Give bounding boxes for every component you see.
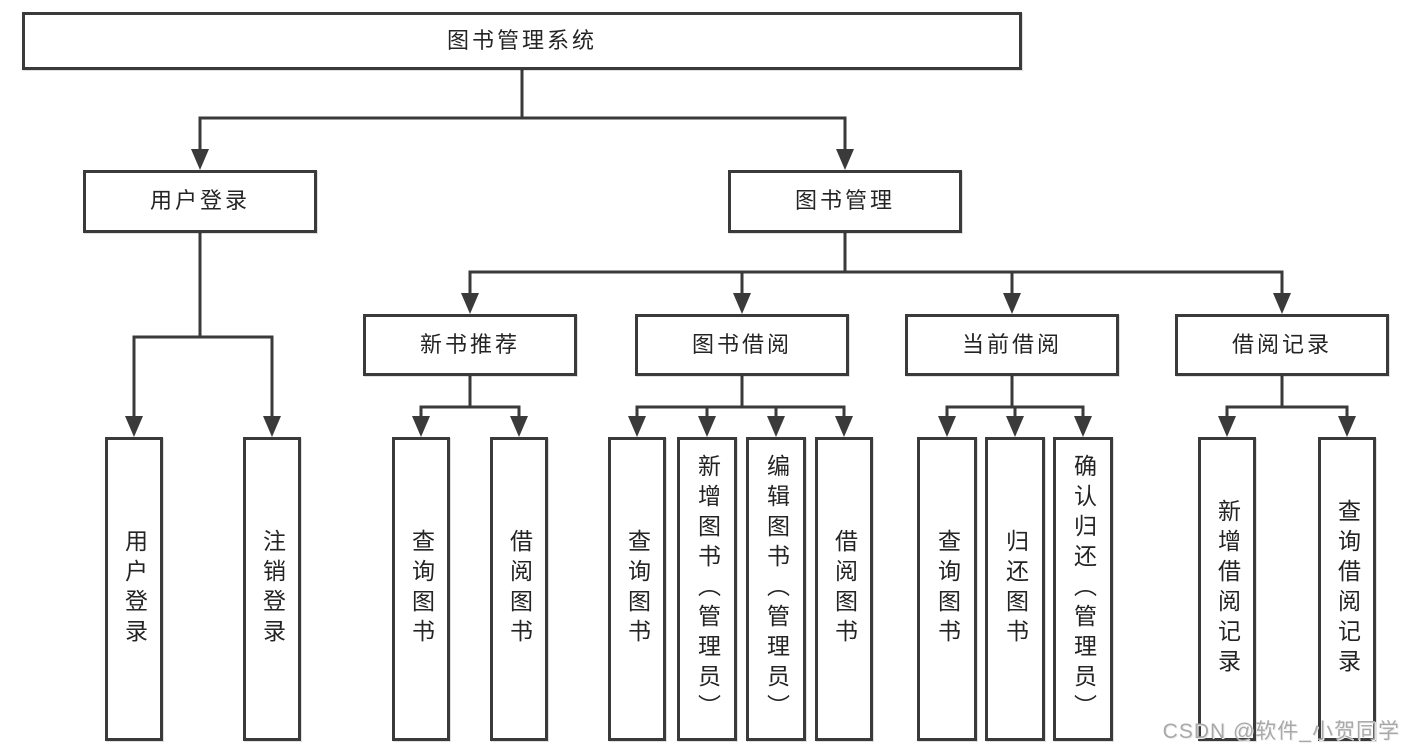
connector-line [635,376,744,423]
node-records-query-record: 查询借阅记录 [1318,437,1376,741]
node-records-add-record: 新增借阅记录 [1198,437,1256,741]
connector-line [843,233,1014,300]
arrowhead-icon [1273,293,1291,314]
arrowhead-icon [628,416,646,437]
node-book-management: 图书管理 [728,170,962,233]
connector-line [740,376,778,423]
arrowhead-icon [1006,416,1024,437]
node-system-root: 图书管理系统 [22,12,1022,70]
connector-line [843,233,1284,300]
connector-line [198,70,524,156]
connector-line [468,233,847,300]
connector-line [198,233,274,423]
node-borrow-add-book-admin: 新增图书（管理员） [677,437,737,741]
connector-line [740,233,847,300]
arrowhead-icon [698,416,716,437]
node-current-confirm-return-admin: 确认归还（管理员） [1053,437,1113,741]
arrowhead-icon [938,416,956,437]
arrowhead-icon [461,293,479,314]
node-user-login: 用户登录 [83,170,317,233]
node-borrow-edit-book-admin: 编辑图书（管理员） [746,437,806,741]
node-borrow-records: 借阅记录 [1175,314,1389,376]
arrowhead-icon [191,149,209,170]
node-borrow-query-book: 查询图书 [608,437,666,741]
node-current-query-book: 查询图书 [917,437,977,741]
node-recommend-borrow-book: 借阅图书 [490,437,548,741]
arrowhead-icon [1218,416,1236,437]
arrowhead-icon [263,416,281,437]
node-book-borrow: 图书借阅 [635,314,849,376]
connector-line [1225,376,1284,423]
arrowhead-icon [733,293,751,314]
arrowhead-icon [835,416,853,437]
node-new-book-recommend: 新书推荐 [363,314,577,376]
arrowhead-icon [125,416,143,437]
connector-line [468,376,521,423]
arrowhead-icon [1003,293,1021,314]
connector-line [705,376,744,423]
connector-line [1010,376,1085,423]
node-current-borrow: 当前借阅 [905,314,1119,376]
arrowhead-icon [412,416,430,437]
node-current-return-book: 归还图书 [985,437,1045,741]
node-user-login-leaf: 用户登录 [105,437,163,741]
connector-line [520,70,847,156]
arrowhead-icon [510,416,528,437]
node-logout-leaf: 注销登录 [243,437,301,741]
node-borrow-borrow-book: 借阅图书 [815,437,873,741]
arrowhead-icon [836,149,854,170]
arrowhead-icon [1074,416,1092,437]
watermark: CSDN @软件_小贺同学 [1162,720,1400,743]
connector-line [1280,376,1349,423]
connector-line [945,376,1014,423]
arrowhead-icon [767,416,785,437]
connector-line [419,376,472,423]
connector-line [132,233,202,423]
connector-line [740,376,846,423]
node-recommend-query-book: 查询图书 [392,437,450,741]
arrowhead-icon [1338,416,1356,437]
